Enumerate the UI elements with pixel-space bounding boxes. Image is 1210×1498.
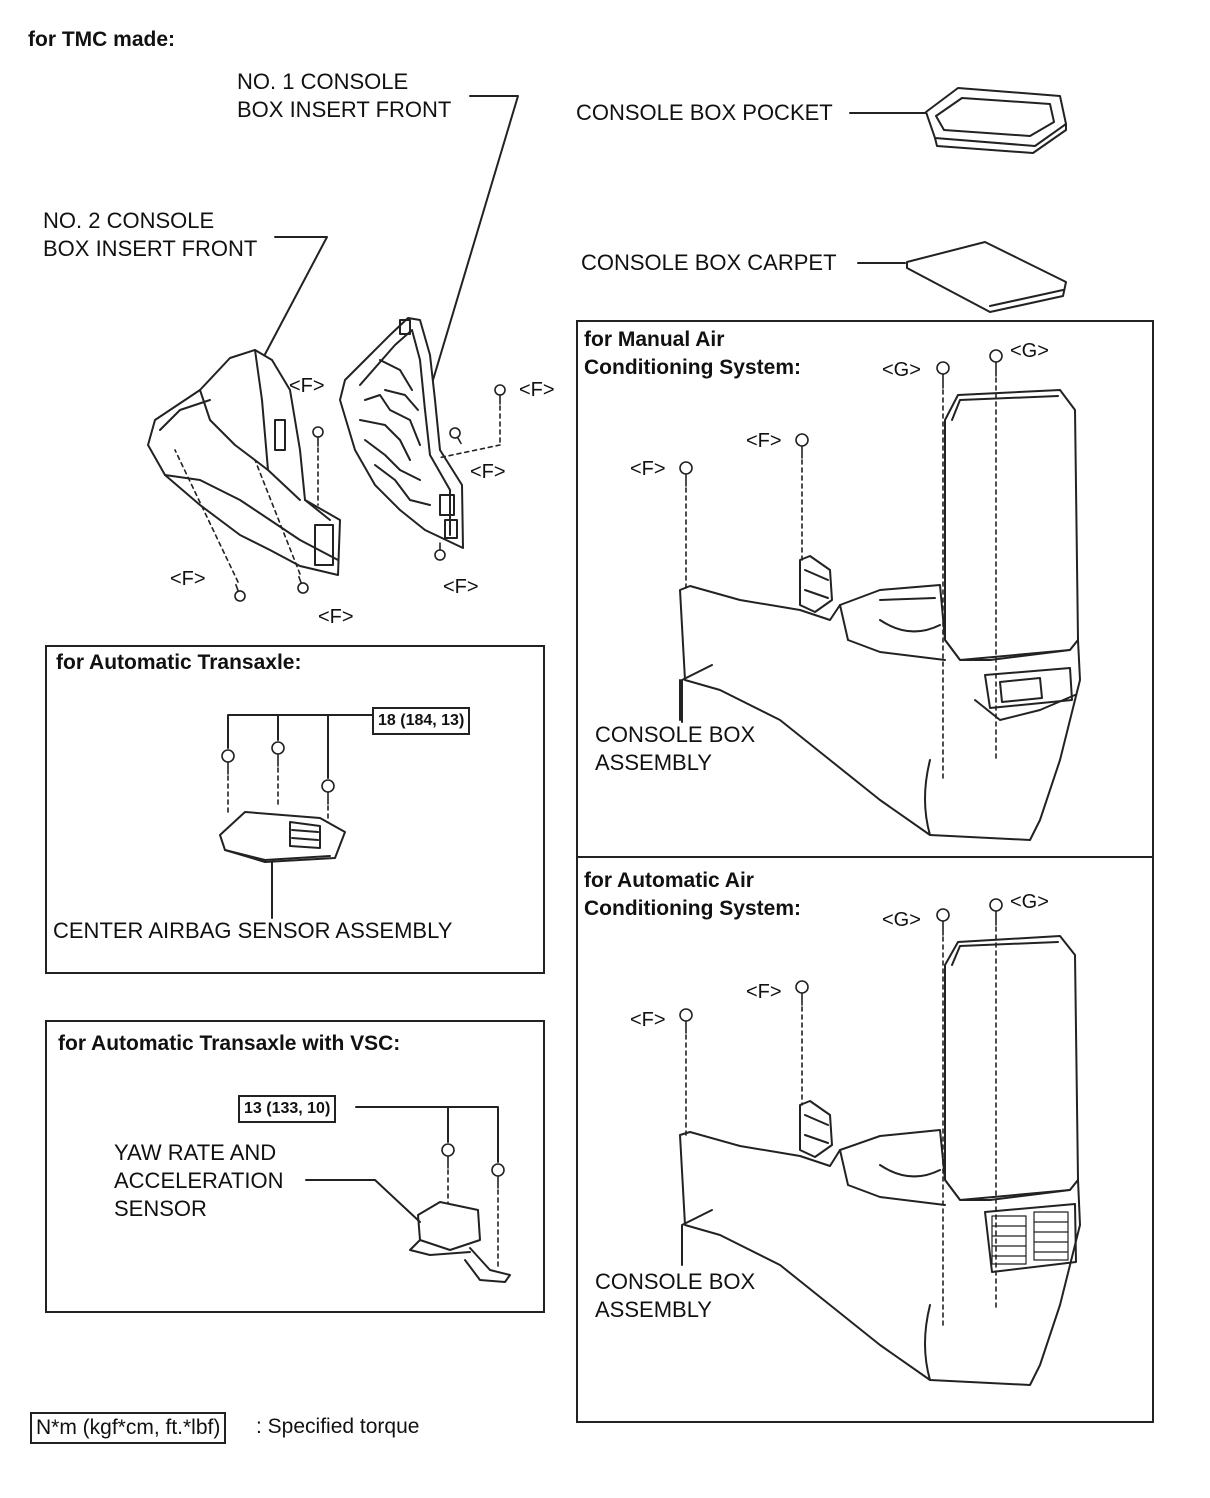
torque-unit-legend: N*m (kgf*cm, ft.*lbf) — [30, 1412, 227, 1444]
console-box-carpet-drawing — [906, 241, 1067, 313]
console-box-pocket-drawing — [925, 87, 1067, 154]
manual-ac-console-label: CONSOLE BOX ASSEMBLY — [595, 722, 756, 775]
fastener-f-label: <F> — [443, 576, 479, 598]
screw-f-4 — [234, 583, 246, 602]
auto-ac-title: for Automatic Air Conditioning System: — [584, 869, 801, 920]
screw-f-9 — [679, 1008, 693, 1034]
screw-g-2 — [989, 349, 1003, 377]
screw-g-4 — [989, 898, 1003, 926]
airbag-sensor-label: CENTER AIRBAG SENSOR ASSEMBLY — [53, 918, 453, 943]
fastener-f-label: <F> — [170, 568, 206, 590]
screw-f-6 — [434, 542, 446, 561]
fastener-g-label: <G> — [882, 909, 921, 931]
yaw-sensor-art — [305, 1106, 511, 1283]
auto-transaxle-title: for Automatic Transaxle: — [56, 651, 302, 674]
fastener-f-label: <F> — [630, 1009, 666, 1031]
fastener-g-label: <G> — [1010, 891, 1049, 913]
fastener-f-label: <F> — [519, 379, 555, 401]
yaw-sensor-label: YAW RATE AND ACCELERATION SENSOR — [114, 1140, 284, 1221]
manual-ac-title: for Manual Air Conditioning System: — [584, 328, 801, 379]
fastener-f-label: <F> — [630, 458, 666, 480]
screw-f-5 — [297, 575, 309, 594]
no1-insert-drawing — [339, 317, 464, 549]
screw-f-3 — [449, 427, 462, 445]
fastener-f-label: <F> — [470, 461, 506, 483]
leader-lines-top — [261, 95, 926, 391]
pocket-label: CONSOLE BOX POCKET — [576, 100, 833, 125]
auto-ac-console-art — [679, 898, 1081, 1386]
no2-insert-label: NO. 2 CONSOLE BOX INSERT FRONT — [43, 208, 258, 261]
carpet-label: CONSOLE BOX CARPET — [581, 250, 837, 275]
no2-insert-drawing — [147, 349, 341, 576]
screw-f-2 — [494, 384, 506, 405]
torque-legend-description: : Specified torque — [256, 1415, 420, 1438]
fastener-g-label: <G> — [882, 359, 921, 381]
insert-screws — [174, 384, 506, 602]
no1-insert-label: NO. 1 CONSOLE BOX INSERT FRONT — [237, 69, 452, 122]
vsc-panel — [45, 1020, 545, 1313]
screw-f-1 — [312, 426, 324, 447]
airbag-sensor-art — [219, 714, 373, 919]
fastener-f-label: <F> — [746, 981, 782, 1003]
fastener-f-label: <F> — [289, 375, 325, 397]
diagram-title: for TMC made: — [28, 28, 175, 51]
manual-ac-console-art — [679, 349, 1081, 841]
screw-g-3 — [936, 908, 950, 936]
screw-f-7 — [679, 461, 693, 487]
torque-spec-yaw: 13 (133, 10) — [238, 1095, 337, 1123]
torque-spec-airbag: 18 (184, 13) — [372, 707, 471, 735]
auto-transaxle-panel — [45, 645, 545, 974]
fastener-f-label: <F> — [746, 430, 782, 452]
vsc-title: for Automatic Transaxle with VSC: — [58, 1032, 401, 1055]
screw-f-10 — [795, 980, 809, 1006]
fastener-f-label: <F> — [318, 606, 354, 628]
screw-g-1 — [936, 361, 950, 389]
fastener-g-label: <G> — [1010, 340, 1049, 362]
auto-ac-panel — [576, 856, 1154, 1423]
manual-ac-panel — [576, 320, 1154, 858]
screw-f-8 — [795, 433, 809, 459]
auto-ac-console-label: CONSOLE BOX ASSEMBLY — [595, 1269, 756, 1322]
